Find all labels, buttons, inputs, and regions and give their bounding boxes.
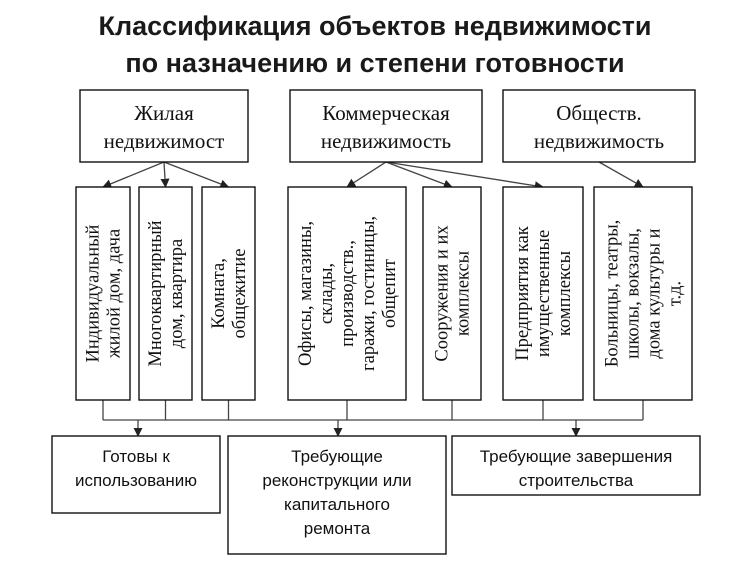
title-line-1: Классификация объектов недвижимости xyxy=(98,11,652,41)
subtype-frame xyxy=(287,186,407,401)
readiness-label-line: капитального xyxy=(284,495,390,514)
readiness-box-1: Готовы к использованию xyxy=(51,435,221,514)
subtype-label-line: Индивидуальный xyxy=(84,224,104,362)
subtype-label-line: Сооружения и их xyxy=(433,225,453,362)
category-label-line-1: Жилая xyxy=(134,101,194,125)
subtype-label-line: общежитие xyxy=(230,249,250,339)
readiness-label-line: Требующие xyxy=(291,447,383,466)
category-label-line-1: Обществ. xyxy=(556,101,642,125)
diagram-boxes: Жилая недвижимост Коммерческая недвижимость… xyxy=(51,89,701,555)
subtype-frame xyxy=(75,186,131,401)
title-line-2: по назначению и степени готовности xyxy=(125,48,625,78)
subtype-label-line: Предприятия как xyxy=(513,226,533,361)
subtype-label-line: общепит xyxy=(380,259,400,328)
readiness-label-line: Готовы к xyxy=(102,447,170,466)
subtype-box-3: Комната,общежитие xyxy=(201,186,256,401)
readiness-label-line: реконструкции или xyxy=(262,471,411,490)
category-box-1: Жилая недвижимост xyxy=(79,89,249,163)
category-box-3: Обществ. недвижимость xyxy=(502,89,696,163)
category-label-line-2: недвижимость xyxy=(534,129,664,153)
subtype-box-4: Офисы, магазины,склады,производств.,гара… xyxy=(287,186,407,401)
subtype-text: Офисы, магазины,склады,производств.,гара… xyxy=(296,216,400,371)
category-box-2: Коммерческая недвижимость xyxy=(289,89,483,163)
connector-lines xyxy=(102,161,644,437)
category-to-subtype-arrow xyxy=(163,161,230,189)
subtype-label-line: дома культуры и xyxy=(645,228,665,358)
subtype-label-line: имущественные xyxy=(534,230,554,357)
category-label-line-1: Коммерческая xyxy=(322,101,450,125)
subtype-label-line: школы, вокзалы, xyxy=(624,228,644,359)
category-frame xyxy=(289,89,483,163)
category-label-line-2: недвижимость xyxy=(321,129,451,153)
readiness-label-line: ремонта xyxy=(304,519,371,538)
subtype-label-line: Офисы, магазины, xyxy=(296,221,316,366)
readiness-box-2: Требующие реконструкции или капитального ре… xyxy=(227,435,447,555)
readiness-frame xyxy=(451,435,701,496)
category-to-subtype-arrow xyxy=(102,161,165,189)
readiness-frame xyxy=(227,435,447,555)
subtype-text: Комната,общежитие xyxy=(209,249,250,339)
readiness-label-line: Требующие завершения xyxy=(480,447,673,466)
readiness-label-line: строительства xyxy=(519,471,634,490)
subtype-box-7: Больницы, театры,школы, вокзалы,дома кул… xyxy=(593,186,693,401)
category-to-subtype-arrow xyxy=(385,161,544,191)
subtype-label-line: Больницы, театры, xyxy=(603,220,623,368)
subtype-label-line: дом, квартира xyxy=(167,239,187,348)
subtype-label-line: склады, xyxy=(317,263,337,324)
subtype-label-line: производств., xyxy=(338,240,358,347)
subtype-frame xyxy=(593,186,693,401)
category-to-subtype-arrow xyxy=(160,161,170,188)
readiness-frame xyxy=(51,435,221,514)
subtype-label-line: Комната, xyxy=(209,258,229,329)
subtype-label-line: т.д. xyxy=(666,281,686,306)
subtype-label-line: комплексы xyxy=(454,251,474,336)
subtype-label-line: гаражи, гостиницы, xyxy=(359,216,379,371)
subtype-label-line: жилой дом, дача xyxy=(105,229,125,359)
category-to-subtype-arrow xyxy=(385,161,453,189)
readiness-box-3: Требующие завершения строительства xyxy=(451,435,701,496)
diagram-title: Классификация объектов недвижимости по н… xyxy=(0,8,750,82)
subtype-frame xyxy=(201,186,256,401)
category-label-line-2: недвижимост xyxy=(104,129,225,153)
subtype-frame xyxy=(422,186,482,401)
subtype-frame xyxy=(502,186,584,401)
subtype-label-line: комплексы xyxy=(555,251,575,336)
readiness-label-line: использованию xyxy=(75,471,197,490)
category-frame xyxy=(502,89,696,163)
category-frame xyxy=(79,89,249,163)
subtype-text: Больницы, театры,школы, вокзалы,дома кул… xyxy=(603,220,686,368)
category-to-subtype-arrow xyxy=(598,161,644,188)
subtype-frame xyxy=(138,186,193,401)
category-to-subtype-arrow xyxy=(346,161,387,188)
subtype-label-line: Многоквартирный xyxy=(146,220,166,366)
